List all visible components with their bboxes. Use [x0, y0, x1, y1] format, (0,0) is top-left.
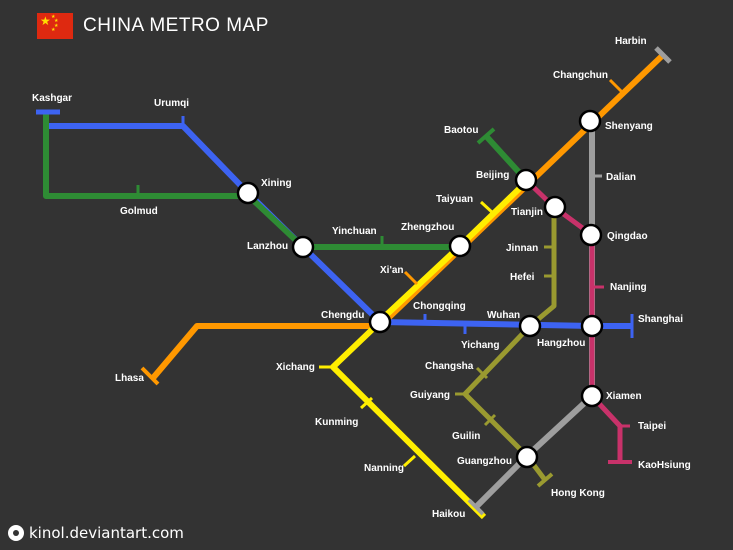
interchange-xiamen[interactable] — [580, 384, 604, 408]
station-label-guangzhou[interactable]: Guangzhou — [457, 456, 512, 467]
china-flag-icon: ★ ★ ★ ★ ★ — [37, 13, 73, 39]
station-label-hongkong[interactable]: Hong Kong — [551, 488, 605, 499]
station-labels: Kashgar Urumqi Golmud Xining Lanzhou Yin… — [32, 36, 691, 520]
station-label-shenyang[interactable]: Shenyang — [605, 121, 653, 132]
station-label-xining[interactable]: Xining — [261, 178, 292, 189]
station-label-taiyuan[interactable]: Taiyuan — [436, 194, 473, 205]
station-tick-haikou — [467, 498, 485, 516]
interchange-xining[interactable] — [236, 181, 260, 205]
station-label-guilin[interactable]: Guilin — [452, 431, 480, 442]
interchange-beijing[interactable] — [514, 168, 538, 192]
interchange-tianjin[interactable] — [543, 195, 567, 219]
station-label-yinchuan[interactable]: Yinchuan — [332, 226, 377, 237]
station-label-xiamen[interactable]: Xiamen — [606, 391, 642, 402]
station-label-xichang[interactable]: Xichang — [276, 362, 315, 373]
station-label-beijing[interactable]: Beijing — [476, 170, 509, 181]
station-label-hangzhou[interactable]: Hangzhou — [537, 338, 585, 349]
station-tick-baotou — [476, 127, 496, 145]
station-label-changsha[interactable]: Changsha — [425, 361, 474, 372]
station-label-lhasa[interactable]: Lhasa — [115, 373, 144, 384]
station-label-nanjing[interactable]: Nanjing — [610, 282, 647, 293]
interchange-zhengzhou[interactable] — [448, 234, 472, 258]
station-label-zhengzhou[interactable]: Zhengzhou — [401, 222, 454, 233]
interchange-wuhan[interactable] — [518, 314, 542, 338]
station-label-chengdu[interactable]: Chengdu — [321, 310, 364, 321]
station-tick-nanning — [402, 454, 417, 468]
green-line — [43, 112, 460, 250]
station-label-kunming[interactable]: Kunming — [315, 417, 358, 428]
station-label-hefei[interactable]: Hefei — [510, 272, 535, 283]
interchange-qingdao[interactable] — [579, 223, 603, 247]
station-label-chongqing[interactable]: Chongqing — [413, 301, 466, 312]
station-label-taipei[interactable]: Taipei — [638, 421, 666, 432]
station-label-wuhan[interactable]: Wuhan — [487, 310, 520, 321]
station-label-yichang[interactable]: Yichang — [461, 340, 500, 351]
station-tick-harbin — [654, 46, 672, 64]
interchange-stations — [236, 109, 604, 469]
station-label-kaohsiung[interactable]: KaoHsiung — [638, 460, 691, 471]
station-label-dalian[interactable]: Dalian — [606, 172, 636, 183]
station-label-urumqi[interactable]: Urumqi — [154, 98, 189, 109]
station-tick-changchun — [608, 78, 624, 94]
interchange-shenyang[interactable] — [578, 109, 602, 133]
station-tick-taiyuan — [479, 200, 496, 216]
interchange-chengdu[interactable] — [368, 310, 392, 334]
metro-lines — [36, 46, 672, 520]
station-label-lanzhou[interactable]: Lanzhou — [247, 241, 288, 252]
map-title: CHINA METRO MAP — [83, 15, 269, 36]
station-label-baotou[interactable]: Baotou — [444, 125, 478, 136]
map-header: ★ ★ ★ ★ ★ CHINA METRO MAP — [37, 13, 269, 39]
station-label-shanghai[interactable]: Shanghai — [638, 314, 683, 325]
station-tick-guilin — [483, 413, 497, 427]
station-label-qingdao[interactable]: Qingdao — [607, 231, 648, 242]
magenta-line — [524, 178, 623, 462]
station-tick-changsha — [475, 366, 489, 380]
station-label-guiyang[interactable]: Guiyang — [410, 390, 450, 401]
station-label-changchun[interactable]: Changchun — [553, 70, 608, 81]
interchange-guangzhou[interactable] — [515, 445, 539, 469]
interchange-lanzhou[interactable] — [291, 235, 315, 259]
station-tick-hongkong — [536, 472, 554, 488]
station-tick-kunming — [359, 396, 374, 410]
station-label-kashgar[interactable]: Kashgar — [32, 93, 72, 104]
station-label-jinnan[interactable]: Jinnan — [506, 243, 538, 254]
station-label-nanning[interactable]: Nanning — [364, 463, 404, 474]
station-label-golmud[interactable]: Golmud — [120, 206, 158, 217]
station-tick-xian — [403, 270, 419, 286]
station-label-tianjin[interactable]: Tianjin — [511, 207, 543, 218]
deviantart-logo-icon — [8, 525, 24, 541]
station-label-harbin[interactable]: Harbin — [615, 36, 647, 47]
credit-footer: kinol.deviantart.com — [8, 524, 184, 542]
station-tick-lhasa — [140, 366, 160, 386]
credit-link[interactable]: kinol.deviantart.com — [29, 524, 184, 542]
station-label-xian[interactable]: Xi'an — [380, 265, 404, 276]
station-label-haikou[interactable]: Haikou — [432, 509, 465, 520]
interchange-hangzhou[interactable] — [580, 314, 604, 338]
